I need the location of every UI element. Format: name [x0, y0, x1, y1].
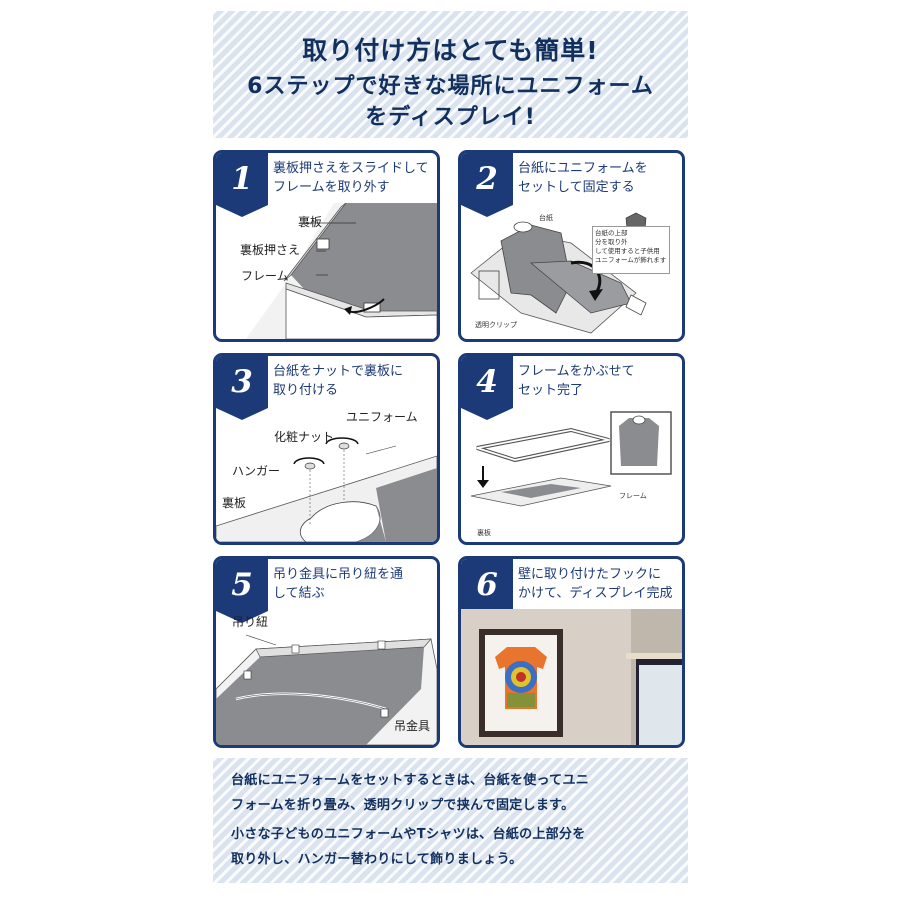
wall-display-photo	[461, 609, 682, 745]
step-title: 台紙をナットで裏板に 取り付ける	[273, 362, 433, 400]
step-title-line: 取り付ける	[273, 383, 339, 398]
mount-uniform-illustration	[470, 212, 647, 334]
step-title-line: セットして固定する	[518, 180, 635, 195]
footer-line: フォームを折り畳み、透明クリップで挟んで固定します。	[231, 798, 575, 813]
step-card-2: 2 台紙にユニフォームを セットして固定する 台紙 透明クリップ 台紙の上部	[458, 150, 685, 342]
step-title: 壁に取り付けたフックに かけて、ディスプレイ完成	[518, 565, 678, 603]
step-illustration	[461, 609, 682, 745]
nut-attach-illustration	[216, 437, 437, 542]
frame-cover-illustration	[470, 411, 672, 507]
step-title-line: して結ぶ	[273, 586, 325, 601]
child-uniform-note: 台紙の上部 分を取り外 して使用すると子供用 ユニフォームが飾れます	[592, 226, 670, 274]
hook-icon	[377, 640, 386, 650]
footer-note: 台紙にユニフォームをセットするときは、台紙を使ってユニ フォームを折り畳み、透明…	[213, 758, 688, 883]
label-mount: 台紙	[539, 214, 553, 222]
label-clip: 透明クリップ	[475, 321, 517, 329]
header-subtitle-line1: 6ステップで好きな場所にユニフォーム	[247, 74, 654, 99]
header-title: 取り付け方はとても簡単!	[302, 36, 599, 65]
step-title-line: フレームをかぶせて	[518, 364, 635, 379]
step-card-6: 6 壁に取り付けたフックに かけて、ディスプレイ完成	[458, 556, 685, 748]
label-back-board: 裏板	[477, 529, 491, 537]
label-back-board: 裏板	[222, 496, 247, 510]
step-number: 6	[461, 559, 513, 623]
label-frame: フレーム	[619, 492, 647, 500]
hook-icon	[380, 708, 389, 718]
footer-line: 小さな子どものユニフォームやTシャツは、台紙の上部分を	[231, 827, 586, 842]
footer-paragraph-2: 小さな子どものユニフォームやTシャツは、台紙の上部分を 取り外し、ハンガー替わり…	[231, 822, 674, 872]
hook-icon	[291, 644, 300, 654]
rotate-arrow-icon	[325, 437, 359, 445]
step-title-line: 壁に取り付けたフックに	[518, 567, 662, 582]
step-illustration: 裏板 裏板押さえ フレーム	[216, 203, 437, 339]
label-back-board: 裏板	[298, 215, 323, 229]
step-illustration: フレーム 裏板	[461, 406, 682, 542]
step-title: 吊り金具に吊り紐を通 して結ぶ	[273, 565, 433, 603]
hanging-string-illustration	[216, 634, 437, 745]
step-number: 2	[461, 153, 513, 217]
steps-grid: 1 裏板押さえをスライドして フレームを取り外す 裏板 裏板押さえ	[213, 150, 688, 748]
step-card-5: 5 吊り金具に吊り紐を通 して結ぶ 吊り紐 吊金具	[213, 556, 440, 748]
step-title: 台紙にユニフォームを セットして固定する	[518, 159, 678, 197]
hook-icon	[243, 670, 252, 680]
step-number: 5	[216, 559, 268, 623]
note-line: して使用すると子供用	[595, 247, 660, 255]
step-illustration: 台紙 透明クリップ 台紙の上部 分を取り外 して使用すると子供用 ユニフォームが…	[461, 203, 682, 339]
step-title: フレームをかぶせて セット完了	[518, 362, 678, 400]
note-line: 台紙の上部	[595, 229, 628, 237]
footer-paragraph-1: 台紙にユニフォームをセットするときは、台紙を使ってユニ フォームを折り畳み、透明…	[231, 768, 674, 818]
label-hook: 吊金具	[394, 719, 431, 733]
label-presser: 裏板押さえ	[240, 243, 301, 257]
step-title: 裏板押さえをスライドして フレームを取り外す	[273, 159, 433, 197]
step-title-line: 台紙にユニフォームを	[518, 161, 648, 176]
step-title-line: 吊り金具に吊り紐を通	[273, 567, 404, 582]
step-title-line: かけて、ディスプレイ完成	[518, 586, 673, 601]
header-subtitle: 6ステップで好きな場所にユニフォーム をディスプレイ!	[213, 71, 688, 133]
header-banner: 取り付け方はとても簡単! 6ステップで好きな場所にユニフォーム をディスプレイ!	[213, 11, 688, 138]
step-number: 4	[461, 356, 513, 420]
step-number: 3	[216, 356, 268, 420]
step-illustration: 吊り紐 吊金具	[216, 609, 437, 745]
label-hanger: ハンガー	[232, 464, 281, 478]
rotate-arrow-icon	[293, 457, 325, 465]
step-title-line: セット完了	[518, 383, 584, 398]
label-uniform: ユニフォーム	[346, 410, 418, 424]
step-card-1: 1 裏板押さえをスライドして フレームを取り外す 裏板 裏板押さえ	[213, 150, 440, 342]
header-subtitle-line2: をディスプレイ!	[365, 105, 536, 130]
note-line: 分を取り外	[595, 238, 628, 246]
note-line: ユニフォームが飾れます	[595, 256, 667, 264]
footer-line: 台紙にユニフォームをセットするときは、台紙を使ってユニ	[231, 773, 590, 788]
step-title-line: フレームを取り外す	[273, 180, 390, 195]
label-nut: 化粧ナット	[274, 430, 335, 444]
step-card-4: 4 フレームをかぶせて セット完了 フレーム 裏板	[458, 353, 685, 545]
step-title-line: 台紙をナットで裏板に	[273, 364, 404, 379]
footer-line: 取り外し、ハンガー替わりにして飾りましょう。	[231, 852, 523, 867]
step-number: 1	[216, 153, 268, 217]
frame-back-illustration	[246, 203, 437, 339]
step-illustration: ユニフォーム 化粧ナット ハンガー 裏板	[216, 406, 437, 542]
label-string: 吊り紐	[232, 615, 269, 629]
step-title-line: 裏板押さえをスライドして	[273, 161, 429, 176]
label-frame: フレーム	[241, 269, 289, 283]
step-card-3: 3 台紙をナットで裏板に 取り付ける ユニフォーム 化粧ナット ハンガー	[213, 353, 440, 545]
